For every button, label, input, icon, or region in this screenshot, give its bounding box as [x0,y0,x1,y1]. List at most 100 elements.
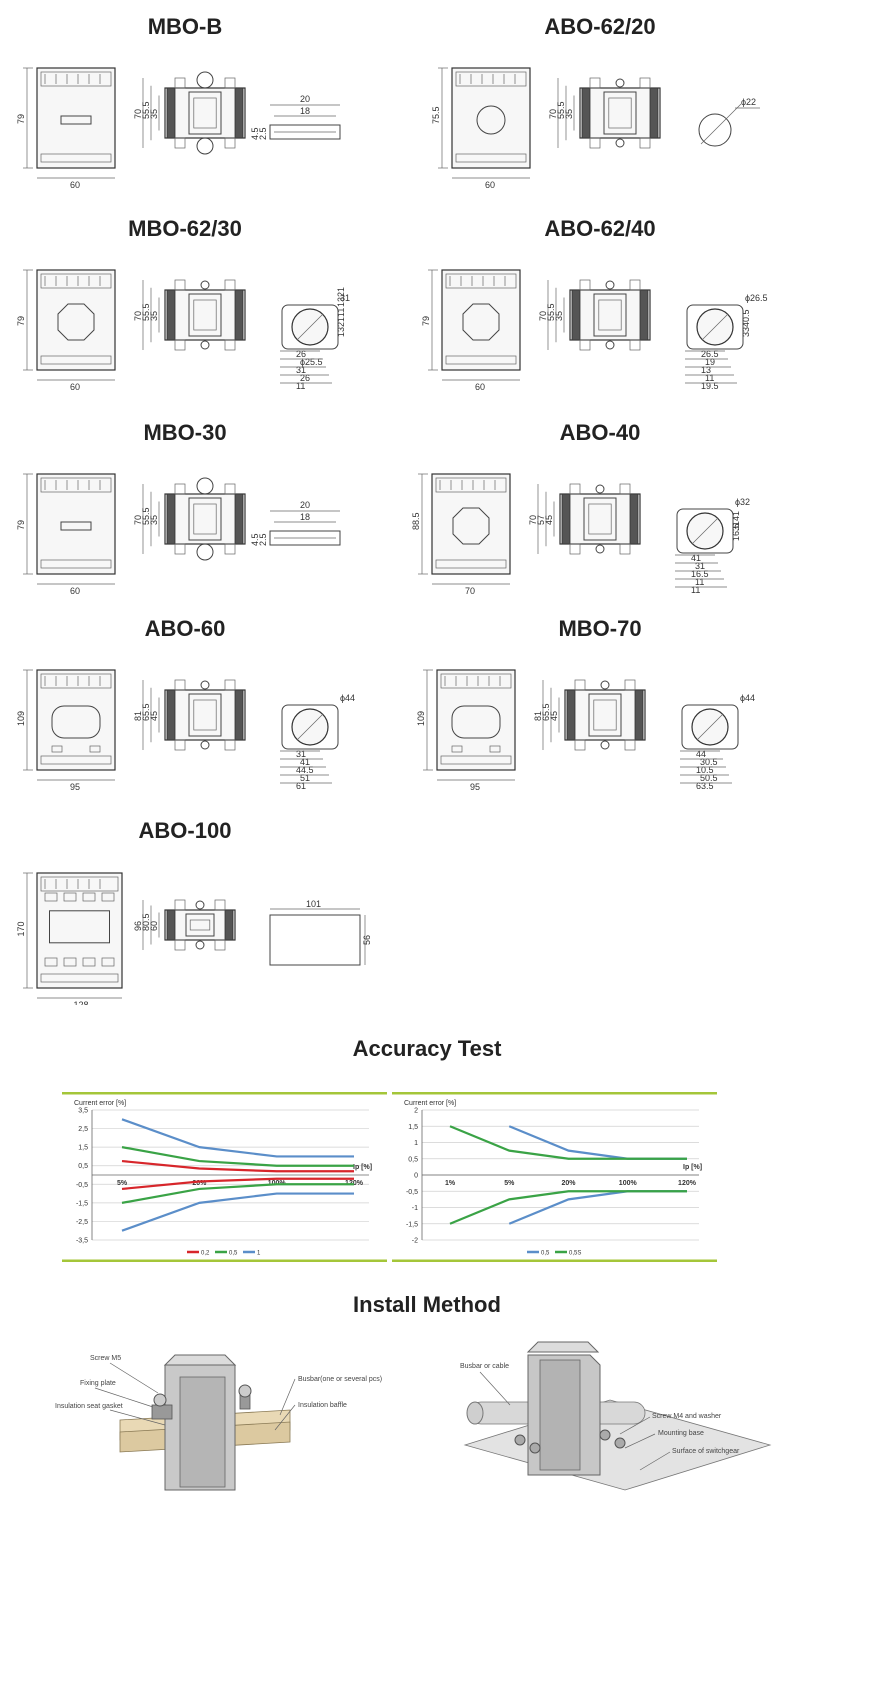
dim-side-2: 45 [149,711,159,721]
dim-height: 79 [16,520,26,530]
dim-right-4: 50.5 [700,773,718,783]
dim-side-1: 57 [536,515,546,525]
dim-side-2: 35 [554,311,564,321]
dim-right-6: 33 [741,327,751,337]
dim-busbar-height: 4.5 [250,533,260,546]
dim-side-0: 81 [133,711,143,721]
dim-right-height: 56 [362,935,372,945]
x-tick-label: 120% [345,1180,364,1187]
x-tick-label: 100% [619,1180,638,1187]
dim-side-0: 70 [528,515,538,525]
dim-side-0: 96 [133,921,143,931]
install-diagram-right: Busbar or cable Screw M4 and washer Moun… [460,1341,772,1491]
dim-diameter: ϕ44 [340,693,355,703]
dim-right-1: 44 [696,749,706,759]
dim-side-2: 60 [149,921,159,931]
dim-right-4: 51 [300,773,310,783]
x-tick-label: 1% [445,1180,456,1187]
series-line-1-lower [449,1190,687,1225]
dim-side-1: 65.5 [541,703,551,721]
y-tick-label: 2,5 [78,1126,88,1133]
dim-width: 60 [70,180,80,190]
dim-right-4: 26 [300,373,310,383]
y-tick-label: -0,5 [406,1189,418,1196]
dim-side-0: 70 [133,109,143,119]
x-tick-label: 5% [504,1180,515,1187]
dim-width: 60 [70,382,80,392]
dim-side-1: 55.5 [556,101,566,119]
dim-right-6: 16.5 [731,523,741,541]
dim-busbar-width: 20 [300,500,310,510]
dim-height: 88.5 [411,512,421,530]
accuracy-chart-right: Current error [%]21,510,50-0,5-1-1,5-21%… [392,1092,717,1262]
dim-height: 79 [421,316,431,326]
y-tick-label: 1,5 [78,1145,88,1152]
model-title: MBO-62/30 [128,216,242,241]
dim-side-2: 35 [149,311,159,321]
install-diagram-left: Screw M5 Fixing plate Insulation seat ga… [55,1354,382,1491]
model-title: MBO-70 [558,616,642,641]
dim-right-9: 13 [336,297,346,307]
dim-busbar-height: 4.5 [250,127,260,140]
label-surface-of-switchgear: Surface of switchgear [672,1448,740,1455]
dim-right-7: 40.5 [741,309,751,327]
dim-busbar-inner: 18 [300,512,310,522]
dim-right-8: 41 [731,511,741,521]
dim-diameter: ϕ44 [740,693,755,703]
model-title: ABO-62/40 [544,216,656,241]
dim-side-0: 81 [533,711,543,721]
dim-right-1: 26 [296,349,306,359]
dim-right-1: 26.5 [701,349,719,359]
legend-label: 0,2 [201,1251,210,1257]
dim-right-2: 30.5 [700,757,718,767]
dim-height: 109 [416,711,426,726]
y-tick-label: 1,5 [408,1124,418,1131]
y-tick-label: -1 [412,1205,418,1212]
y-tick-label: 0,5 [78,1163,88,1170]
dim-right-2: 19 [705,357,715,367]
model-title: ABO-40 [559,420,641,445]
label-busbar-one-or-several: Busbar(one or several pcs) [298,1376,382,1383]
dim-right-3: 13 [701,365,711,375]
dim-diameter: ϕ26.5 [745,293,768,303]
dim-right-2: ϕ25.5 [300,357,323,367]
model-title: MBO-B [147,14,223,39]
dim-side-2: 35 [564,109,574,119]
dim-right-3: 10.5 [696,765,714,775]
legend-label: 0,5 [541,1251,550,1257]
model-title: ABO-60 [144,616,226,641]
x-tick-label: 5% [117,1180,128,1187]
dim-right-3: 16.5 [691,569,709,579]
dim-width: 60 [485,180,495,190]
label-insulation-seat-gasket: Insulation seat gasket [55,1403,123,1410]
dim-width: 60 [70,586,80,596]
dim-right-10: 21 [336,287,346,297]
dim-width: 95 [70,782,80,792]
dim-height: 109 [16,711,26,726]
x-unit-label: Ip [%] [353,1164,372,1171]
model-title: ABO-100 [138,818,232,843]
dim-side-2: 35 [149,515,159,525]
y-tick-label: 0,5 [408,1156,418,1163]
label-mounting-base: Mounting base [658,1430,704,1437]
dim-width: 70 [465,586,475,596]
series-line-0-upper [121,1159,354,1173]
dim-width: 95 [470,782,480,792]
dim-side-1: 80.5 [141,913,151,931]
dim-right-6: 13 [336,327,346,337]
x-tick-label: 120% [678,1180,697,1187]
y-tick-label: -1,5 [76,1200,88,1207]
dim-height: 79 [16,316,26,326]
series-line-2-upper [121,1118,354,1158]
dim-width: 128 [74,1000,89,1005]
dim-right-7: 21 [336,317,346,327]
dim-right-5: 63.5 [696,781,714,791]
dim-right-5: 61 [296,781,306,791]
y-tick-label: -2,5 [76,1219,88,1226]
dim-side-1: 55.5 [141,303,151,321]
model-title: MBO-30 [143,420,227,445]
dim-right-4: 11 [695,577,704,587]
